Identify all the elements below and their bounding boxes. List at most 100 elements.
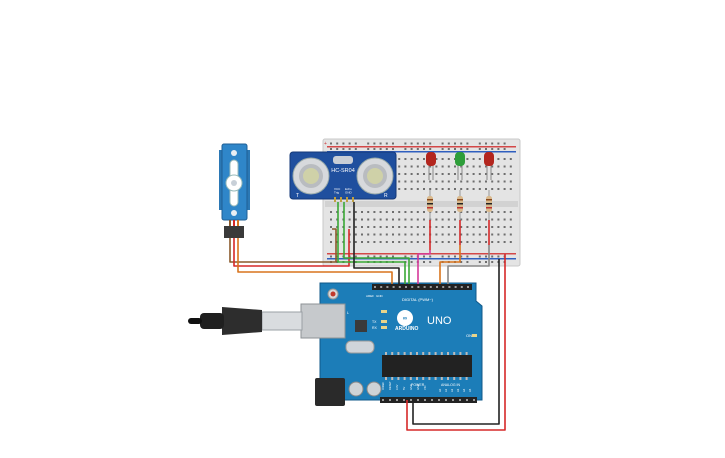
rail-hole bbox=[385, 142, 388, 145]
transducer-left bbox=[292, 157, 330, 195]
led-green[interactable] bbox=[455, 152, 465, 180]
header-pin bbox=[438, 399, 440, 401]
breadboard-hole bbox=[454, 241, 456, 243]
rail-hole bbox=[379, 255, 382, 258]
chip-leg bbox=[409, 377, 412, 380]
resistor-3[interactable] bbox=[486, 190, 492, 220]
breadboard-hole bbox=[429, 180, 432, 183]
breadboard-hole bbox=[398, 211, 401, 213]
ultrasonic-sensor[interactable]: HC-SR04 T R VCC Trig Echo GND bbox=[289, 151, 397, 202]
chip-leg bbox=[403, 377, 406, 380]
breadboard-hole bbox=[423, 173, 425, 175]
header-pin bbox=[467, 286, 469, 288]
breadboard-hole bbox=[497, 233, 500, 236]
chip-leg bbox=[434, 377, 437, 380]
breadboard-hole bbox=[379, 218, 382, 221]
rail-hole bbox=[392, 148, 394, 150]
breadboard-hole bbox=[454, 218, 456, 221]
wire-sensor-vcc-black[interactable] bbox=[353, 202, 400, 284]
header-pin bbox=[431, 399, 433, 401]
rail-hole bbox=[441, 148, 444, 150]
pin-vin: VIN bbox=[423, 386, 427, 390]
chip-leg bbox=[453, 377, 456, 380]
breadboard-hole bbox=[454, 180, 456, 183]
breadboard-hole bbox=[379, 226, 382, 228]
breadboard-hole bbox=[330, 218, 332, 221]
resistor-2[interactable] bbox=[457, 190, 463, 220]
led-red-2[interactable] bbox=[484, 152, 494, 180]
power-analog-header-pins bbox=[382, 399, 475, 401]
usb-b-port[interactable] bbox=[300, 303, 346, 339]
wire-gnd-black[interactable] bbox=[412, 259, 500, 425]
uno-model-label: UNO bbox=[427, 315, 452, 327]
power-analog-header[interactable] bbox=[380, 397, 477, 403]
chip-leg bbox=[447, 352, 449, 355]
breadboard-hole bbox=[379, 233, 382, 236]
sensor-pin-labels: VCC Trig Echo GND bbox=[334, 187, 353, 195]
usb-cable[interactable] bbox=[188, 307, 303, 335]
breadboard-hole bbox=[404, 211, 407, 213]
rail-hole bbox=[447, 142, 450, 145]
wire-led2-orange[interactable] bbox=[439, 245, 461, 284]
wire-servo-red[interactable] bbox=[233, 229, 350, 267]
breadboard-hole bbox=[410, 241, 413, 243]
rail-hole bbox=[423, 142, 425, 145]
rail-hole bbox=[447, 255, 450, 258]
wire-5v-red[interactable] bbox=[406, 254, 506, 431]
rail-hole bbox=[423, 148, 425, 150]
breadboard-hole bbox=[404, 180, 407, 183]
servo-mount-hole bbox=[231, 210, 237, 216]
header-pin bbox=[410, 399, 412, 401]
arduino-uno-board[interactable]: DIGITAL (PWM~) AREF GND L TX RX ∞ ARDUIN… bbox=[300, 282, 483, 406]
breadboard-hole bbox=[485, 241, 487, 243]
dc-power-jack[interactable] bbox=[315, 378, 345, 406]
wire-servo-orange[interactable] bbox=[237, 238, 393, 284]
breadboard-hole bbox=[330, 233, 332, 236]
breadboard-hole bbox=[373, 241, 376, 243]
rail-hole bbox=[460, 142, 463, 145]
rail-hole bbox=[367, 142, 370, 145]
breadboard-hole bbox=[454, 173, 456, 175]
breadboard-hole bbox=[429, 165, 432, 168]
servo-motor[interactable] bbox=[219, 143, 250, 238]
breadboard-hole bbox=[435, 211, 438, 213]
rail-hole bbox=[497, 255, 500, 258]
breadboard-hole bbox=[441, 188, 444, 190]
breadboard-hole bbox=[398, 165, 401, 168]
breadboard-hole bbox=[385, 241, 388, 243]
breadboard-hole bbox=[497, 211, 500, 213]
breadboard-hole bbox=[485, 188, 487, 190]
breadboard-hole bbox=[460, 211, 463, 213]
wire-led1-pink[interactable] bbox=[417, 250, 431, 284]
wire-trig-green[interactable] bbox=[337, 202, 406, 284]
breadboard-hole bbox=[478, 233, 481, 236]
rail-hole bbox=[348, 142, 351, 145]
rail-hole bbox=[454, 148, 456, 150]
breadboard-hole bbox=[466, 218, 469, 221]
breadboard-hole bbox=[447, 241, 450, 243]
breadboard-hole bbox=[491, 241, 494, 243]
wire-servo-brown[interactable] bbox=[229, 228, 337, 263]
breadboard-hole bbox=[354, 226, 357, 228]
digital-header[interactable] bbox=[372, 284, 472, 290]
resistor-1[interactable] bbox=[427, 190, 433, 220]
wire-led3-gray[interactable] bbox=[447, 245, 490, 284]
servo-connector bbox=[224, 226, 244, 238]
pin-label-echo: Echo bbox=[345, 187, 352, 191]
led-red-1[interactable] bbox=[426, 152, 436, 180]
breadboard-hole bbox=[460, 218, 463, 221]
breadboard-hole bbox=[503, 211, 506, 213]
wire-echo-green[interactable] bbox=[343, 202, 410, 284]
breadboard-hole bbox=[404, 233, 407, 236]
breadboard-hole bbox=[472, 218, 475, 221]
servo-horn[interactable] bbox=[225, 159, 243, 207]
on-led bbox=[472, 334, 477, 337]
breadboard-hole bbox=[410, 233, 413, 236]
breadboard-hole bbox=[330, 226, 332, 228]
usb-chip bbox=[355, 320, 367, 332]
breadboard-hole bbox=[398, 241, 401, 243]
breadboard-hole bbox=[497, 173, 500, 175]
wires bbox=[229, 202, 506, 431]
rail-hole bbox=[367, 148, 370, 150]
